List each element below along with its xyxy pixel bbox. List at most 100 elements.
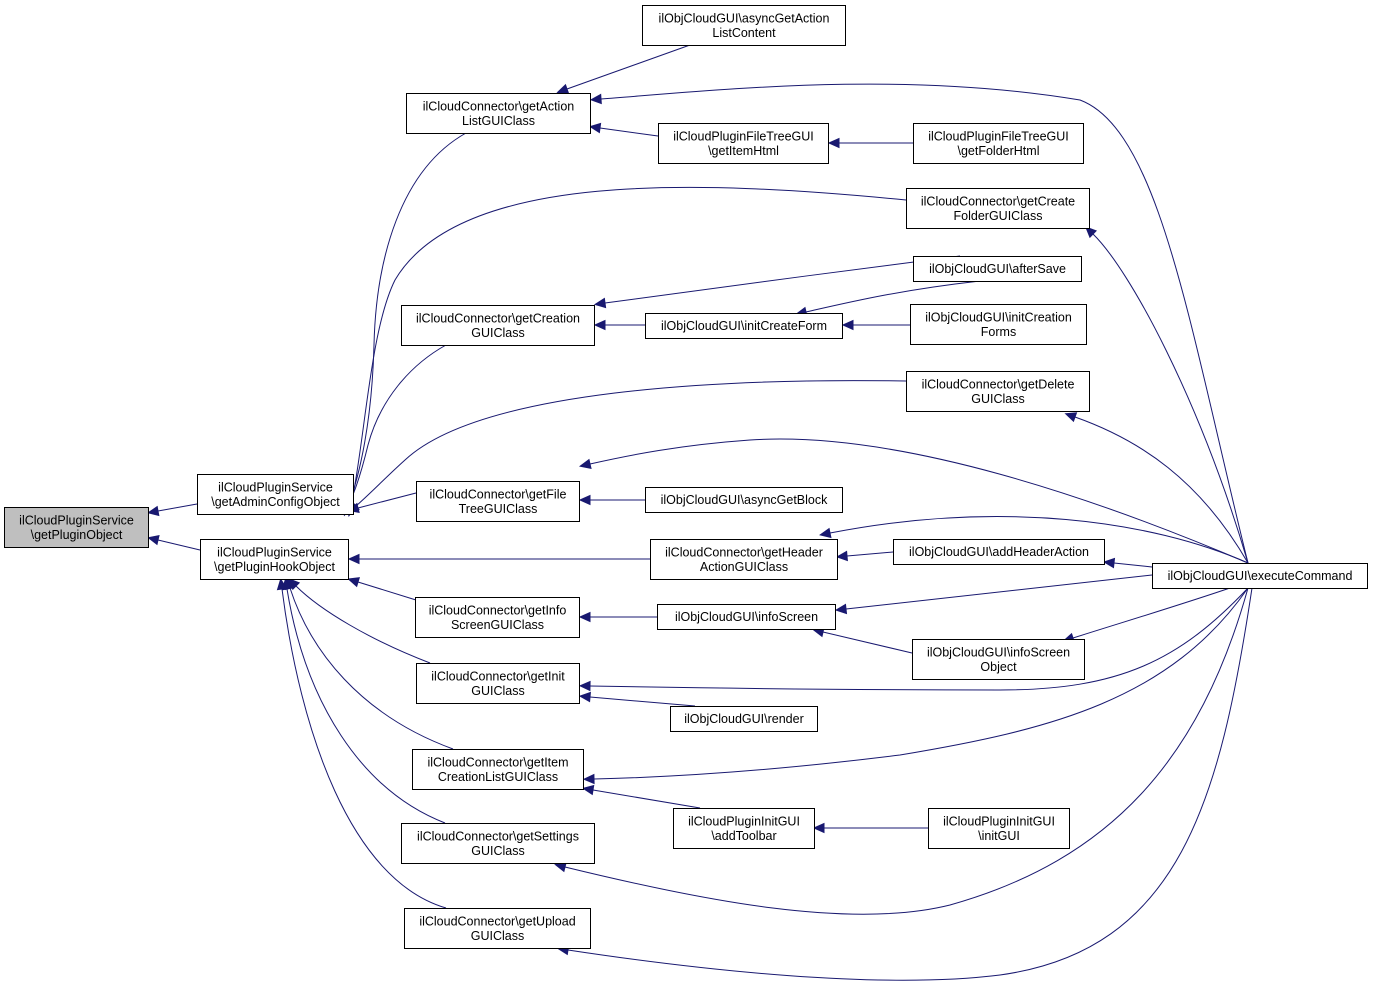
edge-n11-to-n3: [556, 44, 691, 94]
edge-n22-to-n3: [589, 83, 1249, 564]
arrowhead: [1064, 412, 1078, 423]
node-label-line: \getFolderHtml: [958, 144, 1040, 158]
node-label-line: ilObjCloudGUI\initCreation: [925, 310, 1072, 324]
edge-line: [589, 696, 696, 707]
edge-line: [157, 503, 198, 512]
node-label-line: ilCloudConnector\getUpload: [419, 914, 575, 928]
function-node[interactable]: ilObjCloudGUI\executeCommand: [1152, 563, 1368, 589]
edge-line: [589, 438, 1249, 564]
edge-line: [350, 186, 907, 507]
function-node[interactable]: ilCloudConnector\getItemCreationListGUIC…: [412, 749, 584, 790]
node-label-line: ilObjCloudGUI\afterSave: [929, 262, 1066, 276]
node-label-line: GUIClass: [971, 392, 1024, 406]
node-label-line: Object: [980, 660, 1017, 674]
edge-line: [822, 631, 913, 654]
edge-n27-to-n26: [812, 822, 928, 834]
function-node[interactable]: ilCloudPluginFileTreeGUI\getItemHtml: [658, 123, 829, 164]
node-label-line: ilObjCloudGUI\infoScreen: [675, 610, 818, 624]
node-box: [658, 123, 829, 164]
edge-line: [355, 380, 907, 507]
node-label-line: \getAdminConfigObject: [211, 495, 340, 509]
node-label-line: ActionGUIClass: [700, 560, 788, 574]
node-box: [404, 908, 591, 949]
function-node[interactable]: ilObjCloudGUI\infoScreen: [657, 604, 836, 630]
function-node[interactable]: ilObjCloudGUI\asyncGetBlock: [645, 487, 843, 513]
node-box: [401, 823, 595, 864]
arrowhead: [146, 505, 160, 517]
edge-n21-to-n20: [835, 550, 894, 562]
node-label-line: ilObjCloudGUI\addHeaderAction: [909, 545, 1089, 559]
function-node[interactable]: ilCloudPluginInitGUI\initGUI: [928, 808, 1070, 849]
edge-line: [289, 587, 454, 750]
function-node[interactable]: ilObjCloudGUI\afterSave: [913, 256, 1082, 282]
edge-line: [1072, 587, 1231, 639]
edge-line: [589, 587, 1249, 691]
arrowhead: [1102, 557, 1116, 569]
node-label-line: ilCloudConnector\getCreate: [921, 194, 1075, 208]
edge-line: [600, 83, 1249, 564]
node-label-line: CreationListGUIClass: [438, 770, 558, 784]
edge-line: [357, 581, 417, 601]
node-label-line: ScreenGUIClass: [451, 618, 544, 632]
function-node[interactable]: ilCloudPluginService\getAdminConfigObjec…: [197, 474, 354, 515]
edge-line: [592, 789, 701, 809]
function-node[interactable]: ilCloudPluginService\getPluginHookObject: [200, 539, 349, 580]
node-label-line: ilCloudConnector\getDelete: [922, 377, 1075, 391]
node-label-line: ilCloudConnector\getFile: [430, 487, 567, 501]
node-box: [913, 256, 1082, 282]
edge-n25-to-n7: [578, 691, 696, 707]
node-label-line: ilCloudPluginService: [19, 513, 134, 527]
node-label-line: ilObjCloudGUI\infoScreen: [927, 645, 1070, 659]
edge-n10-to-n2: [276, 577, 447, 909]
edge-n7-to-n2: [288, 578, 431, 664]
function-node[interactable]: ilCloudPluginFileTreeGUI\getFolderHtml: [913, 123, 1084, 164]
node-box: [1152, 563, 1368, 589]
edge-n6-to-n2: [347, 577, 417, 601]
node-label-line: ilCloudConnector\getHeader: [665, 545, 823, 559]
edge-n26-to-n8: [581, 784, 701, 809]
node-box: [906, 188, 1090, 229]
node-box: [673, 808, 815, 849]
node-label-line: ilCloudConnector\getInfo: [429, 603, 567, 617]
edge-n22-to-n20: [819, 516, 1249, 564]
edge-n13-to-n12: [827, 137, 913, 149]
node-label-line: GUIClass: [471, 929, 524, 943]
node-label-line: GUIClass: [471, 326, 524, 340]
function-node-root[interactable]: ilCloudPluginService\getPluginObject: [4, 507, 149, 548]
arrowhead: [578, 611, 591, 623]
node-box: [913, 123, 1084, 164]
arrowhead: [827, 137, 840, 149]
function-node[interactable]: ilObjCloudGUI\initCreateForm: [645, 313, 843, 339]
node-label-line: \getPluginObject: [31, 528, 123, 542]
edge-n22-to-n9: [554, 587, 1249, 915]
function-node[interactable]: ilObjCloudGUI\addHeaderAction: [893, 539, 1105, 565]
node-label-line: ilCloudConnector\getCreation: [416, 311, 580, 325]
node-box: [642, 5, 846, 46]
edge-n14-to-n2: [345, 186, 907, 517]
function-node[interactable]: ilObjCloudGUI\render: [670, 706, 818, 732]
node-box: [928, 808, 1070, 849]
node-label-line: Forms: [981, 325, 1016, 339]
node-box: [657, 604, 836, 630]
node-label-line: \addToolbar: [711, 829, 776, 843]
node-box: [910, 304, 1087, 345]
edge-n2-to-n0: [147, 534, 201, 551]
node-label-line: \initGUI: [978, 829, 1020, 843]
arrowhead: [593, 319, 606, 331]
node-label-line: GUIClass: [471, 844, 524, 858]
function-node[interactable]: ilCloudPluginInitGUI\addToolbar: [673, 808, 815, 849]
edge-line: [347, 132, 467, 507]
